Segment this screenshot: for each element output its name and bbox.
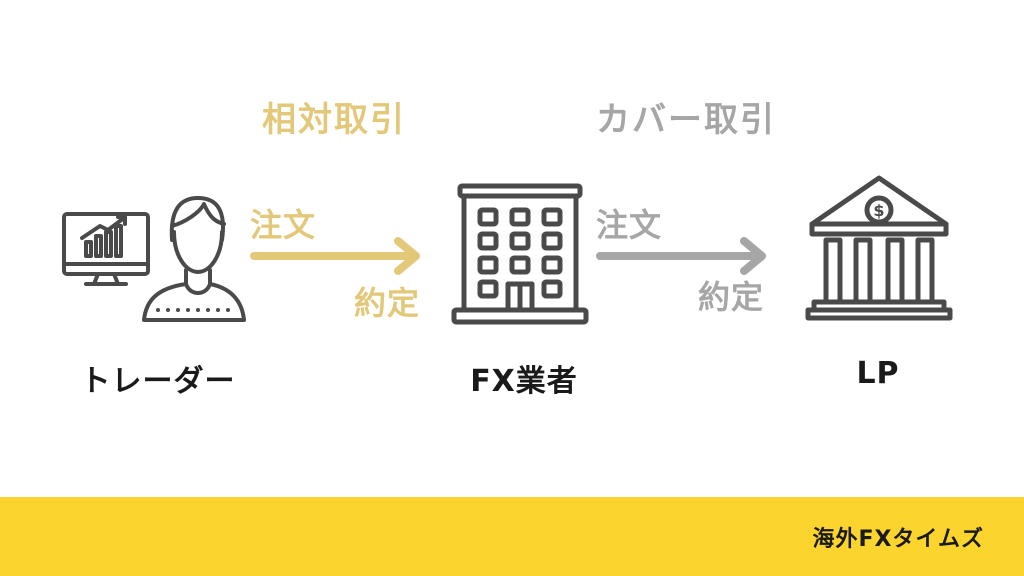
left-contract-label: 約定 — [354, 284, 421, 322]
trader-at-monitor-icon — [62, 196, 246, 322]
left-arrow-icon — [250, 237, 420, 275]
bank-icon: $ — [805, 175, 953, 321]
left-order-label: 注文 — [250, 206, 317, 244]
right-arrow-icon — [596, 237, 766, 275]
brand-logo: 海外FXタイムズ — [812, 527, 984, 552]
office-building-icon — [451, 183, 589, 325]
heading-relative-trade: 相対取引 — [262, 100, 406, 140]
actor-trader-label: トレーダー — [80, 364, 236, 399]
right-order-label: 注文 — [596, 206, 663, 244]
actor-lp-label: LP — [856, 356, 900, 391]
footer-bar: 海外FXタイムズ — [0, 497, 1024, 576]
svg-text:$: $ — [873, 201, 884, 220]
right-contract-label: 約定 — [698, 278, 765, 316]
heading-cover-trade: カバー取引 — [596, 100, 776, 140]
actor-broker-label: FX業者 — [470, 364, 578, 399]
